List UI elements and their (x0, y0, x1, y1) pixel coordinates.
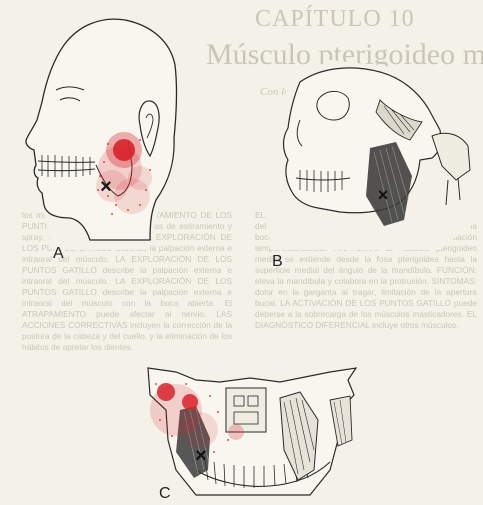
panel-b-trigger-point-marker: × (378, 185, 389, 205)
panel-a-label: A (53, 245, 64, 262)
panel-b-label: B (272, 253, 283, 270)
panel-c-trigger-point-marker: × (195, 445, 207, 467)
panel-a-head-profile: × A (26, 18, 185, 262)
panel-c-posterior-view: × C (140, 350, 368, 505)
panel-b-skull: × B (265, 60, 478, 270)
panel-c-label: C (159, 485, 171, 502)
panel-a-trigger-point-marker: × (100, 176, 112, 198)
